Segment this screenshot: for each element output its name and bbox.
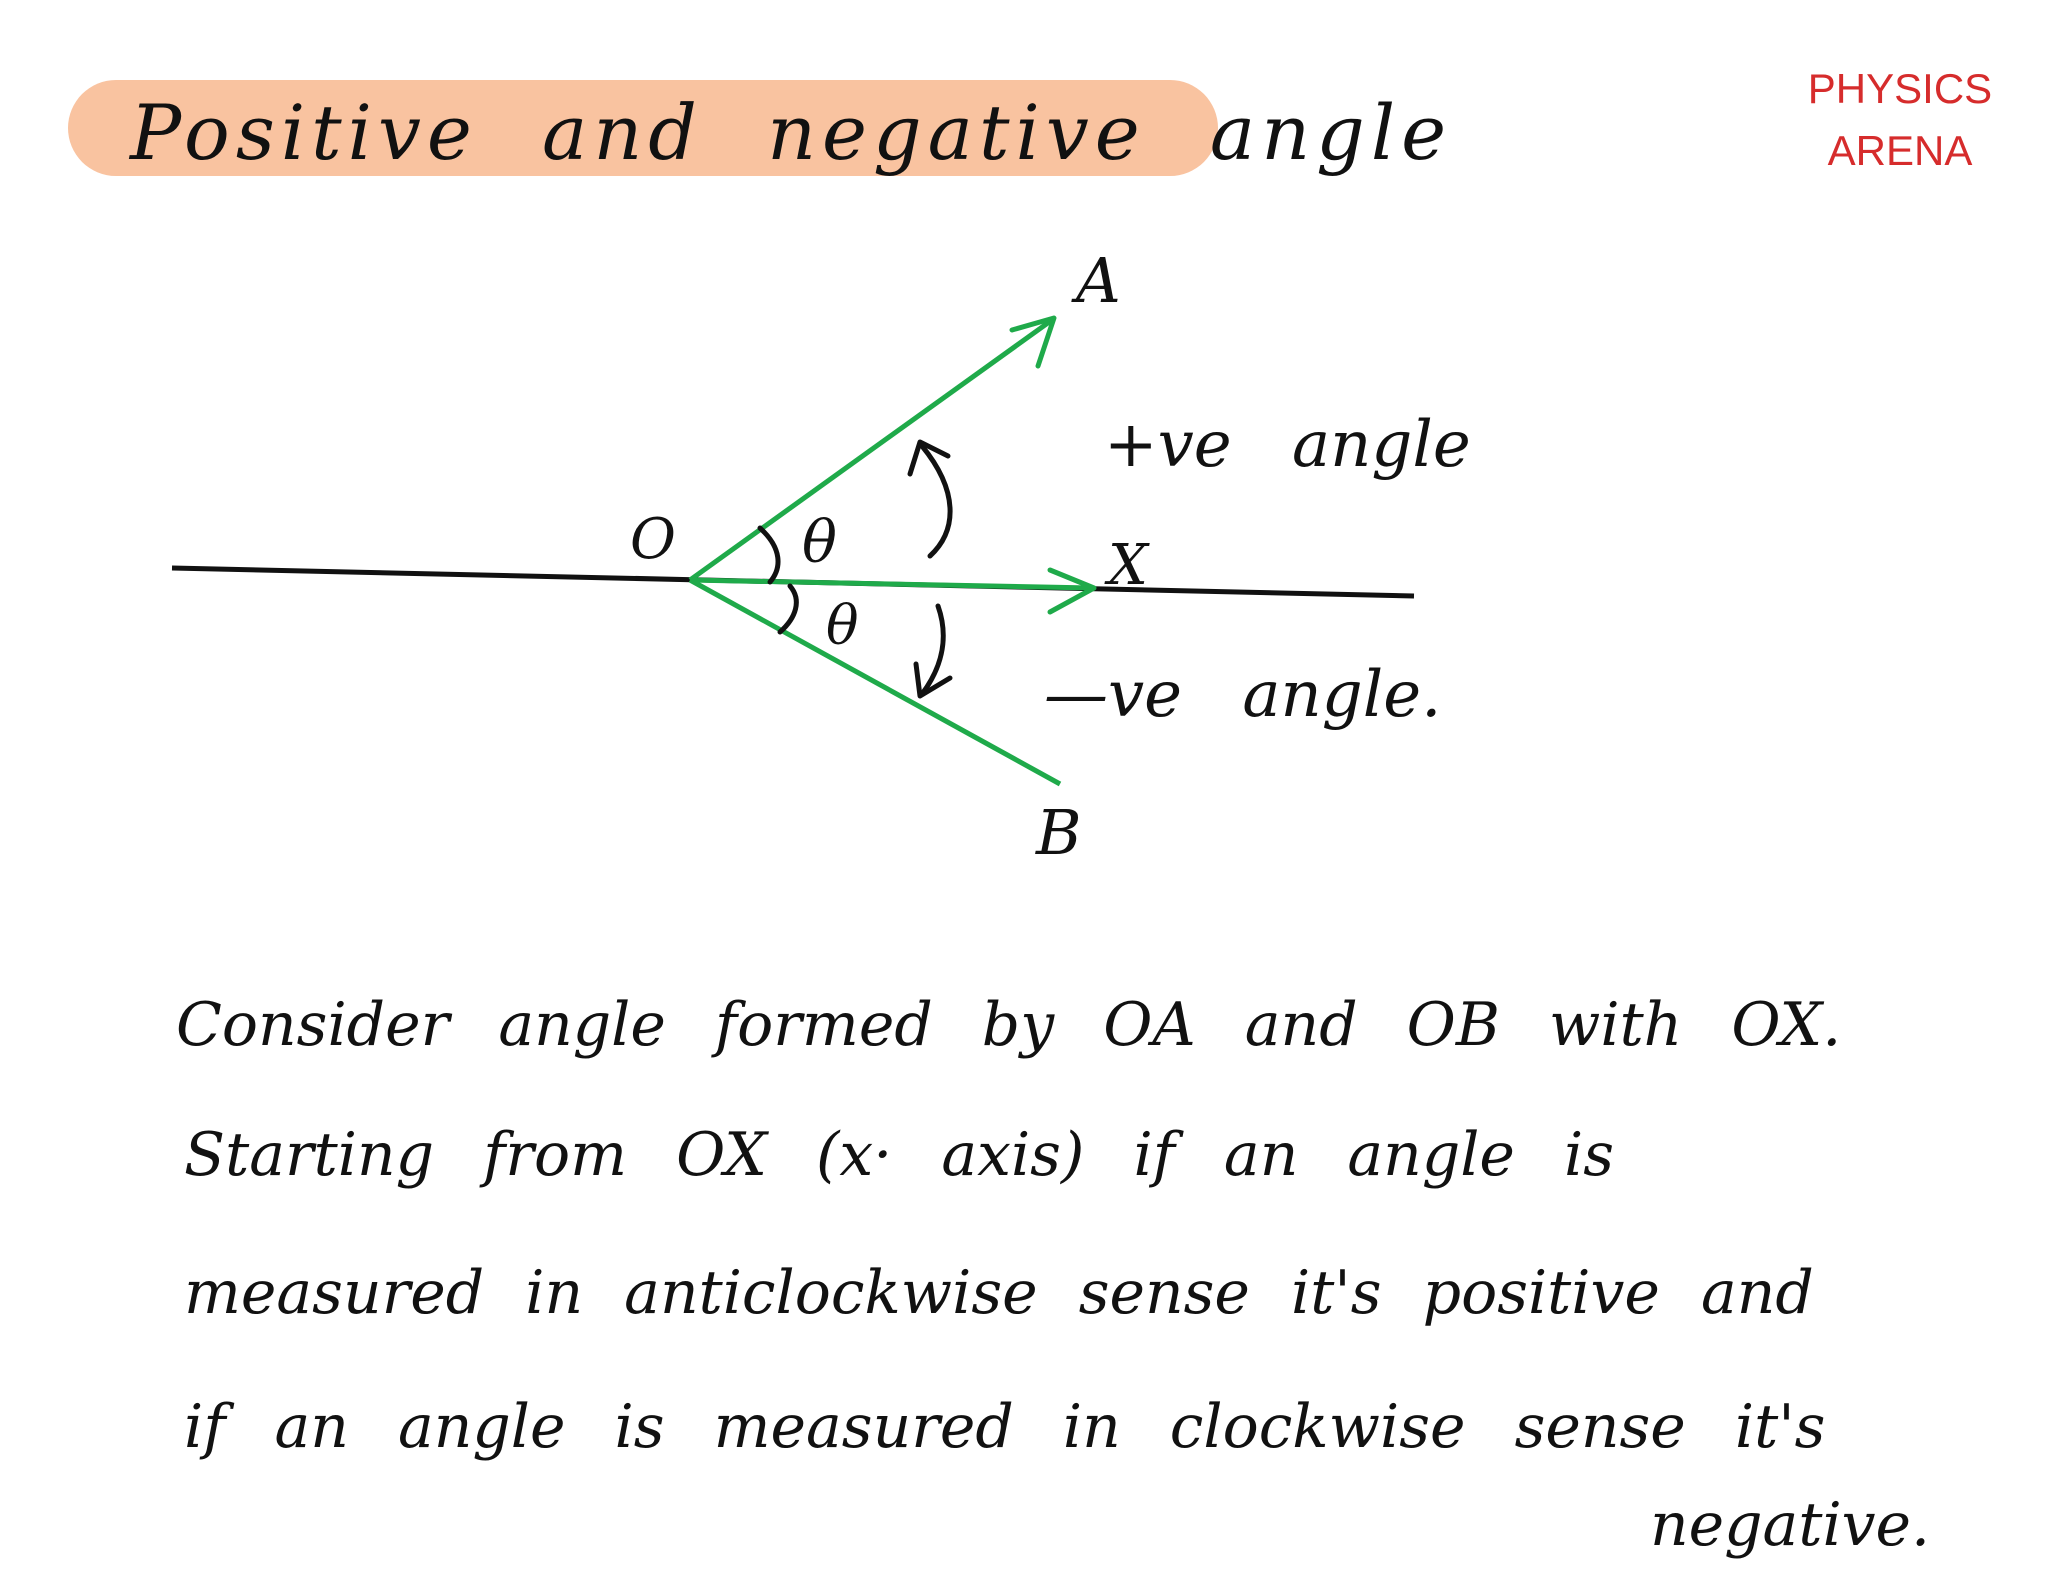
label-theta-lower: θ [826,594,859,657]
label-x: X [1104,533,1150,598]
label-origin: O [630,507,676,572]
label-positive-angle: +ve angle [1104,408,1471,482]
angle-arc-upper [757,525,781,585]
anticlockwise-arrow [919,443,953,559]
paragraph-line-3: measured in anticlockwise sense it's pos… [184,1258,1814,1328]
page-title: Positive and negative angle [130,88,1453,177]
paragraph-line-1: Consider angle formed by OA and OB with … [176,990,1842,1060]
vector-oa [688,317,1054,583]
title-highlight [68,80,1218,176]
vector-ob [688,577,1062,787]
label-a: A [1071,244,1121,317]
label-theta-upper: θ [802,508,837,576]
label-negative-angle: —ve angle. [1044,658,1441,732]
angle-arc-lower [777,583,799,635]
vector-ox [689,577,1093,591]
brand-line-2: ARENA [1827,127,1973,174]
paragraph-line-2: Starting from OX (x· axis) if an angle i… [184,1120,1614,1190]
label-b: B [1035,796,1082,869]
paragraph-line-5: negative. [1650,1490,1931,1560]
brand-logo: PHYSICS ARENA [1800,58,2000,182]
brand-line-1: PHYSICS [1807,65,1993,112]
paragraph-line-4: if an angle is measured in clockwise sen… [184,1392,1826,1462]
clockwise-arrow [919,603,946,697]
